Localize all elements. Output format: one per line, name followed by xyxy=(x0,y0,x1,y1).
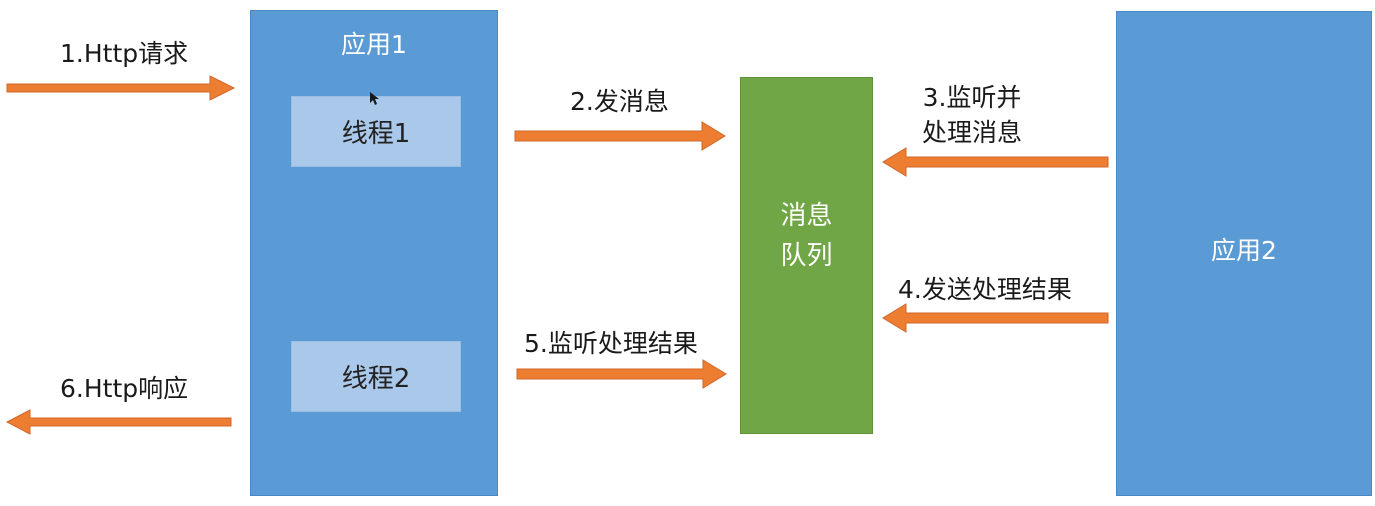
step6-label: 6.Http响应 xyxy=(60,374,189,403)
arrow-step5 xyxy=(516,359,727,389)
mouse-cursor-icon xyxy=(370,92,379,105)
arrow-step4 xyxy=(882,303,1109,333)
step1-label: 1.Http请求 xyxy=(60,39,189,68)
step3-label-line2: 处理消息 xyxy=(922,118,1023,147)
step2-label: 2.发消息 xyxy=(570,87,669,116)
thread1-box: 线程1 xyxy=(291,96,461,167)
app2-box: 应用2 xyxy=(1116,11,1372,496)
arrow-step3 xyxy=(882,147,1109,177)
arrow-step2 xyxy=(514,121,726,151)
thread2-label: 线程2 xyxy=(341,364,411,394)
step3-label-line1: 3.监听并 xyxy=(922,83,1022,112)
app1-box: 应用1 线程1 线程2 xyxy=(250,10,498,496)
message-queue-box: 消息队列 xyxy=(740,77,873,434)
step3-label: 3.监听并 处理消息 xyxy=(922,80,1022,150)
arrow-step1 xyxy=(6,75,236,101)
message-queue-label: 消息队列 xyxy=(780,200,833,271)
step5-label: 5.监听处理结果 xyxy=(524,329,698,358)
thread2-box: 线程2 xyxy=(291,341,461,412)
thread1-label: 线程1 xyxy=(341,119,411,149)
app2-title: 应用2 xyxy=(1211,236,1277,265)
arrow-step6 xyxy=(5,409,232,435)
app1-title: 应用1 xyxy=(341,30,407,59)
step4-label: 4.发送处理结果 xyxy=(898,275,1072,304)
